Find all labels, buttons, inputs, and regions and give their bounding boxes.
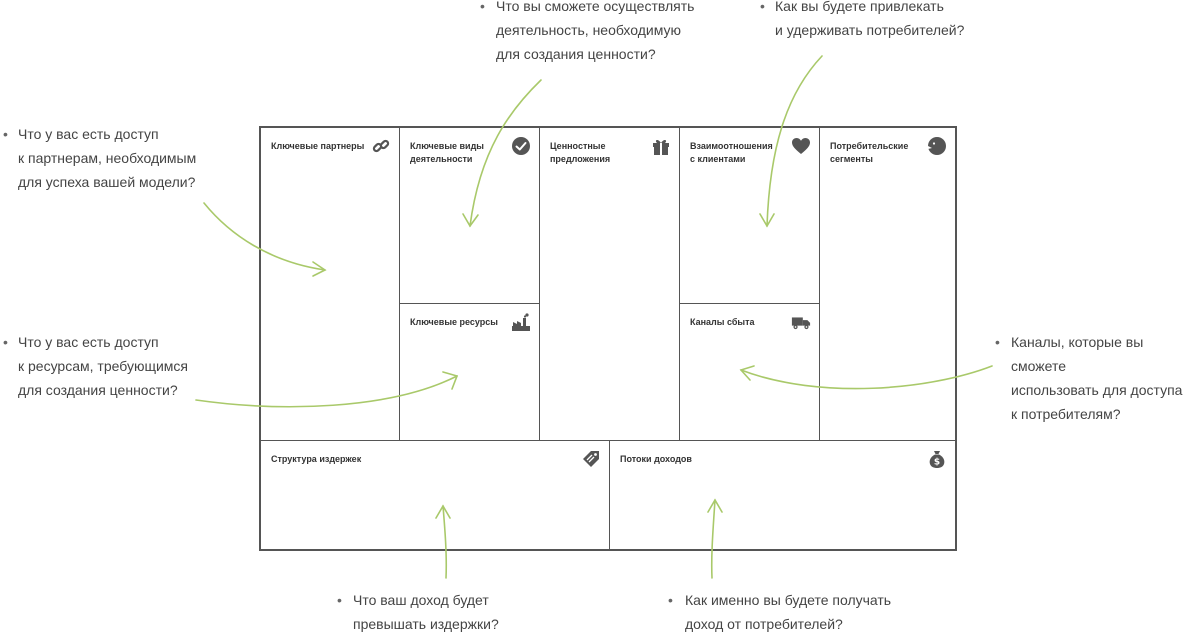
note-revenue: Как именно вы будете получать доход от п…: [685, 592, 892, 632]
cell-customer-segments: Потребительские сегменты: [820, 128, 955, 441]
note-relationships: Как вы будете привлекать и удерживать по…: [775, 0, 965, 38]
cell-value-propositions: Ценностные предложения: [540, 128, 680, 441]
note-channels: Каналы, которые вы сможете использовать …: [1011, 334, 1183, 422]
cell-cost-structure: Структура издержек: [261, 441, 610, 549]
cell-key-partners: Ключевые партнеры: [261, 128, 400, 441]
cell-title-customer-segments: Потребительские сегменты: [830, 141, 909, 164]
cell-key-resources: Ключевые ресурсы: [400, 304, 540, 441]
heart-icon: [791, 136, 811, 156]
note-resources: Что у вас есть доступ к ресурсам, требую…: [18, 334, 188, 398]
face-icon: [927, 136, 947, 156]
cell-key-activities: Ключевые виды деятельности: [400, 128, 540, 304]
cell-title-revenue-streams: Потоки доходов: [620, 454, 692, 464]
checkmark-icon: [511, 136, 531, 156]
factory-icon: [511, 312, 531, 332]
cell-title-channels: Каналы сбыта: [690, 317, 755, 327]
svg-text:$: $: [934, 458, 940, 468]
note-costs: Что ваш доход будет превышать издержки?: [353, 592, 499, 632]
note-partners: Что у вас есть доступ к партнерам, необх…: [18, 126, 197, 190]
note-bullet: •: [480, 0, 485, 14]
cell-title-customer-relationships: Взаимоотношения с клиентами: [690, 141, 773, 164]
note-bullet: •: [337, 592, 342, 608]
cell-customer-relationships: Взаимоотношения с клиентами: [680, 128, 820, 304]
note-key-activities: Что вы сможете осуществлять деятельность…: [496, 0, 695, 62]
cell-title-key-activities: Ключевые виды деятельности: [410, 141, 484, 164]
cell-title-key-resources: Ключевые ресурсы: [410, 317, 498, 327]
cell-title-cost-structure: Структура издержек: [271, 454, 362, 464]
truck-icon: [791, 312, 811, 332]
note-bullet: •: [3, 334, 8, 350]
cell-revenue-streams: Потоки доходов $: [610, 441, 955, 549]
cell-channels: Каналы сбыта: [680, 304, 820, 441]
cell-title-value-propositions: Ценностные предложения: [550, 141, 611, 164]
business-model-canvas: Ключевые партнеры Ключевые виды деятельн…: [259, 126, 957, 551]
price-tag-icon: [581, 449, 601, 469]
gift-icon: [651, 136, 671, 156]
money-bag-icon: $: [927, 449, 947, 469]
note-bullet: •: [3, 126, 8, 142]
note-bullet: •: [760, 0, 765, 14]
note-bullet: •: [995, 334, 1000, 350]
cell-title-key-partners: Ключевые партнеры: [271, 141, 365, 151]
link-icon: [371, 136, 391, 156]
note-bullet: •: [668, 592, 673, 608]
